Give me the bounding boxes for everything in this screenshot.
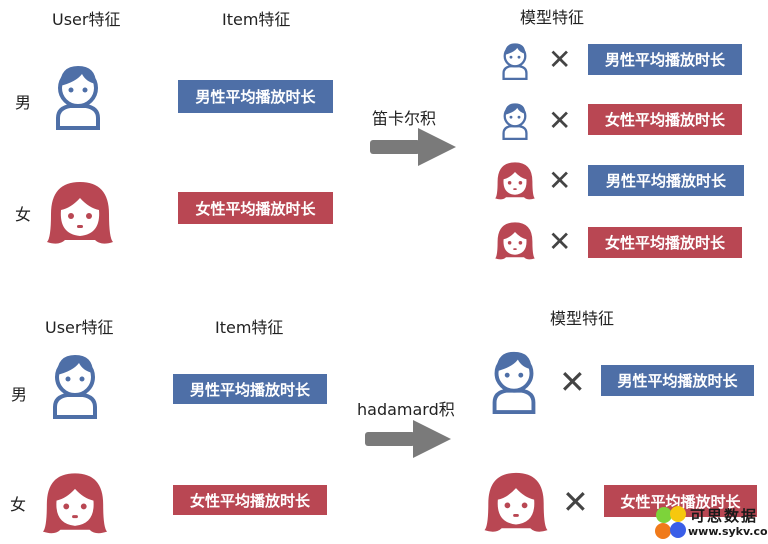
- male-feature-box: 男性平均播放时长: [173, 374, 327, 404]
- male-user-icon: [497, 100, 533, 140]
- watermark-url: www.sykv.com: [688, 525, 768, 538]
- male-user-icon: [48, 60, 108, 130]
- cross-icon: ✕: [559, 363, 586, 401]
- logo-icon: [655, 506, 686, 539]
- model-feature-box: 男性平均播放时长: [588, 165, 744, 196]
- user-feature-header: User特征: [52, 10, 121, 29]
- female-feature-box: 女性平均播放时长: [178, 192, 333, 224]
- cross-icon: ✕: [548, 104, 572, 137]
- watermark-name: 可思数据: [690, 507, 759, 525]
- female-label: 女: [10, 495, 27, 514]
- model-feature-box: 男性平均播放时长: [601, 365, 754, 396]
- arrow-right-icon: [365, 420, 451, 458]
- female-user-icon: [41, 471, 109, 536]
- item-feature-header: Item特征: [222, 10, 291, 29]
- cartesian-product-label: 笛卡尔积: [372, 109, 437, 128]
- female-user-icon: [494, 221, 536, 261]
- model-feature-header: 模型特征: [520, 8, 585, 27]
- watermark-logo: 可思数据 www.sykv.com: [654, 505, 768, 543]
- female-feature-box: 女性平均播放时长: [173, 485, 327, 515]
- arrow-right-icon: [370, 128, 456, 166]
- male-user-icon: [497, 40, 533, 80]
- male-user-icon: [484, 346, 544, 414]
- female-label: 女: [15, 205, 32, 224]
- model-feature-box: 男性平均播放时长: [588, 44, 742, 75]
- hadamard-product-label: hadamard积: [357, 400, 455, 419]
- model-feature-header: 模型特征: [550, 309, 615, 328]
- model-feature-box: 女性平均播放时长: [588, 227, 742, 258]
- male-label: 男: [11, 385, 28, 404]
- female-user-icon: [45, 180, 115, 246]
- male-user-icon: [45, 349, 105, 419]
- cross-icon: ✕: [548, 225, 572, 258]
- model-feature-box: 女性平均播放时长: [588, 104, 742, 135]
- cross-icon: ✕: [548, 43, 572, 76]
- female-user-icon: [482, 471, 550, 534]
- female-user-icon: [494, 161, 536, 201]
- male-feature-box: 男性平均播放时长: [178, 80, 333, 113]
- cross-icon: ✕: [548, 164, 572, 197]
- male-label: 男: [15, 93, 32, 112]
- cross-icon: ✕: [562, 483, 589, 521]
- item-feature-header: Item特征: [215, 318, 284, 337]
- user-feature-header: User特征: [45, 318, 114, 337]
